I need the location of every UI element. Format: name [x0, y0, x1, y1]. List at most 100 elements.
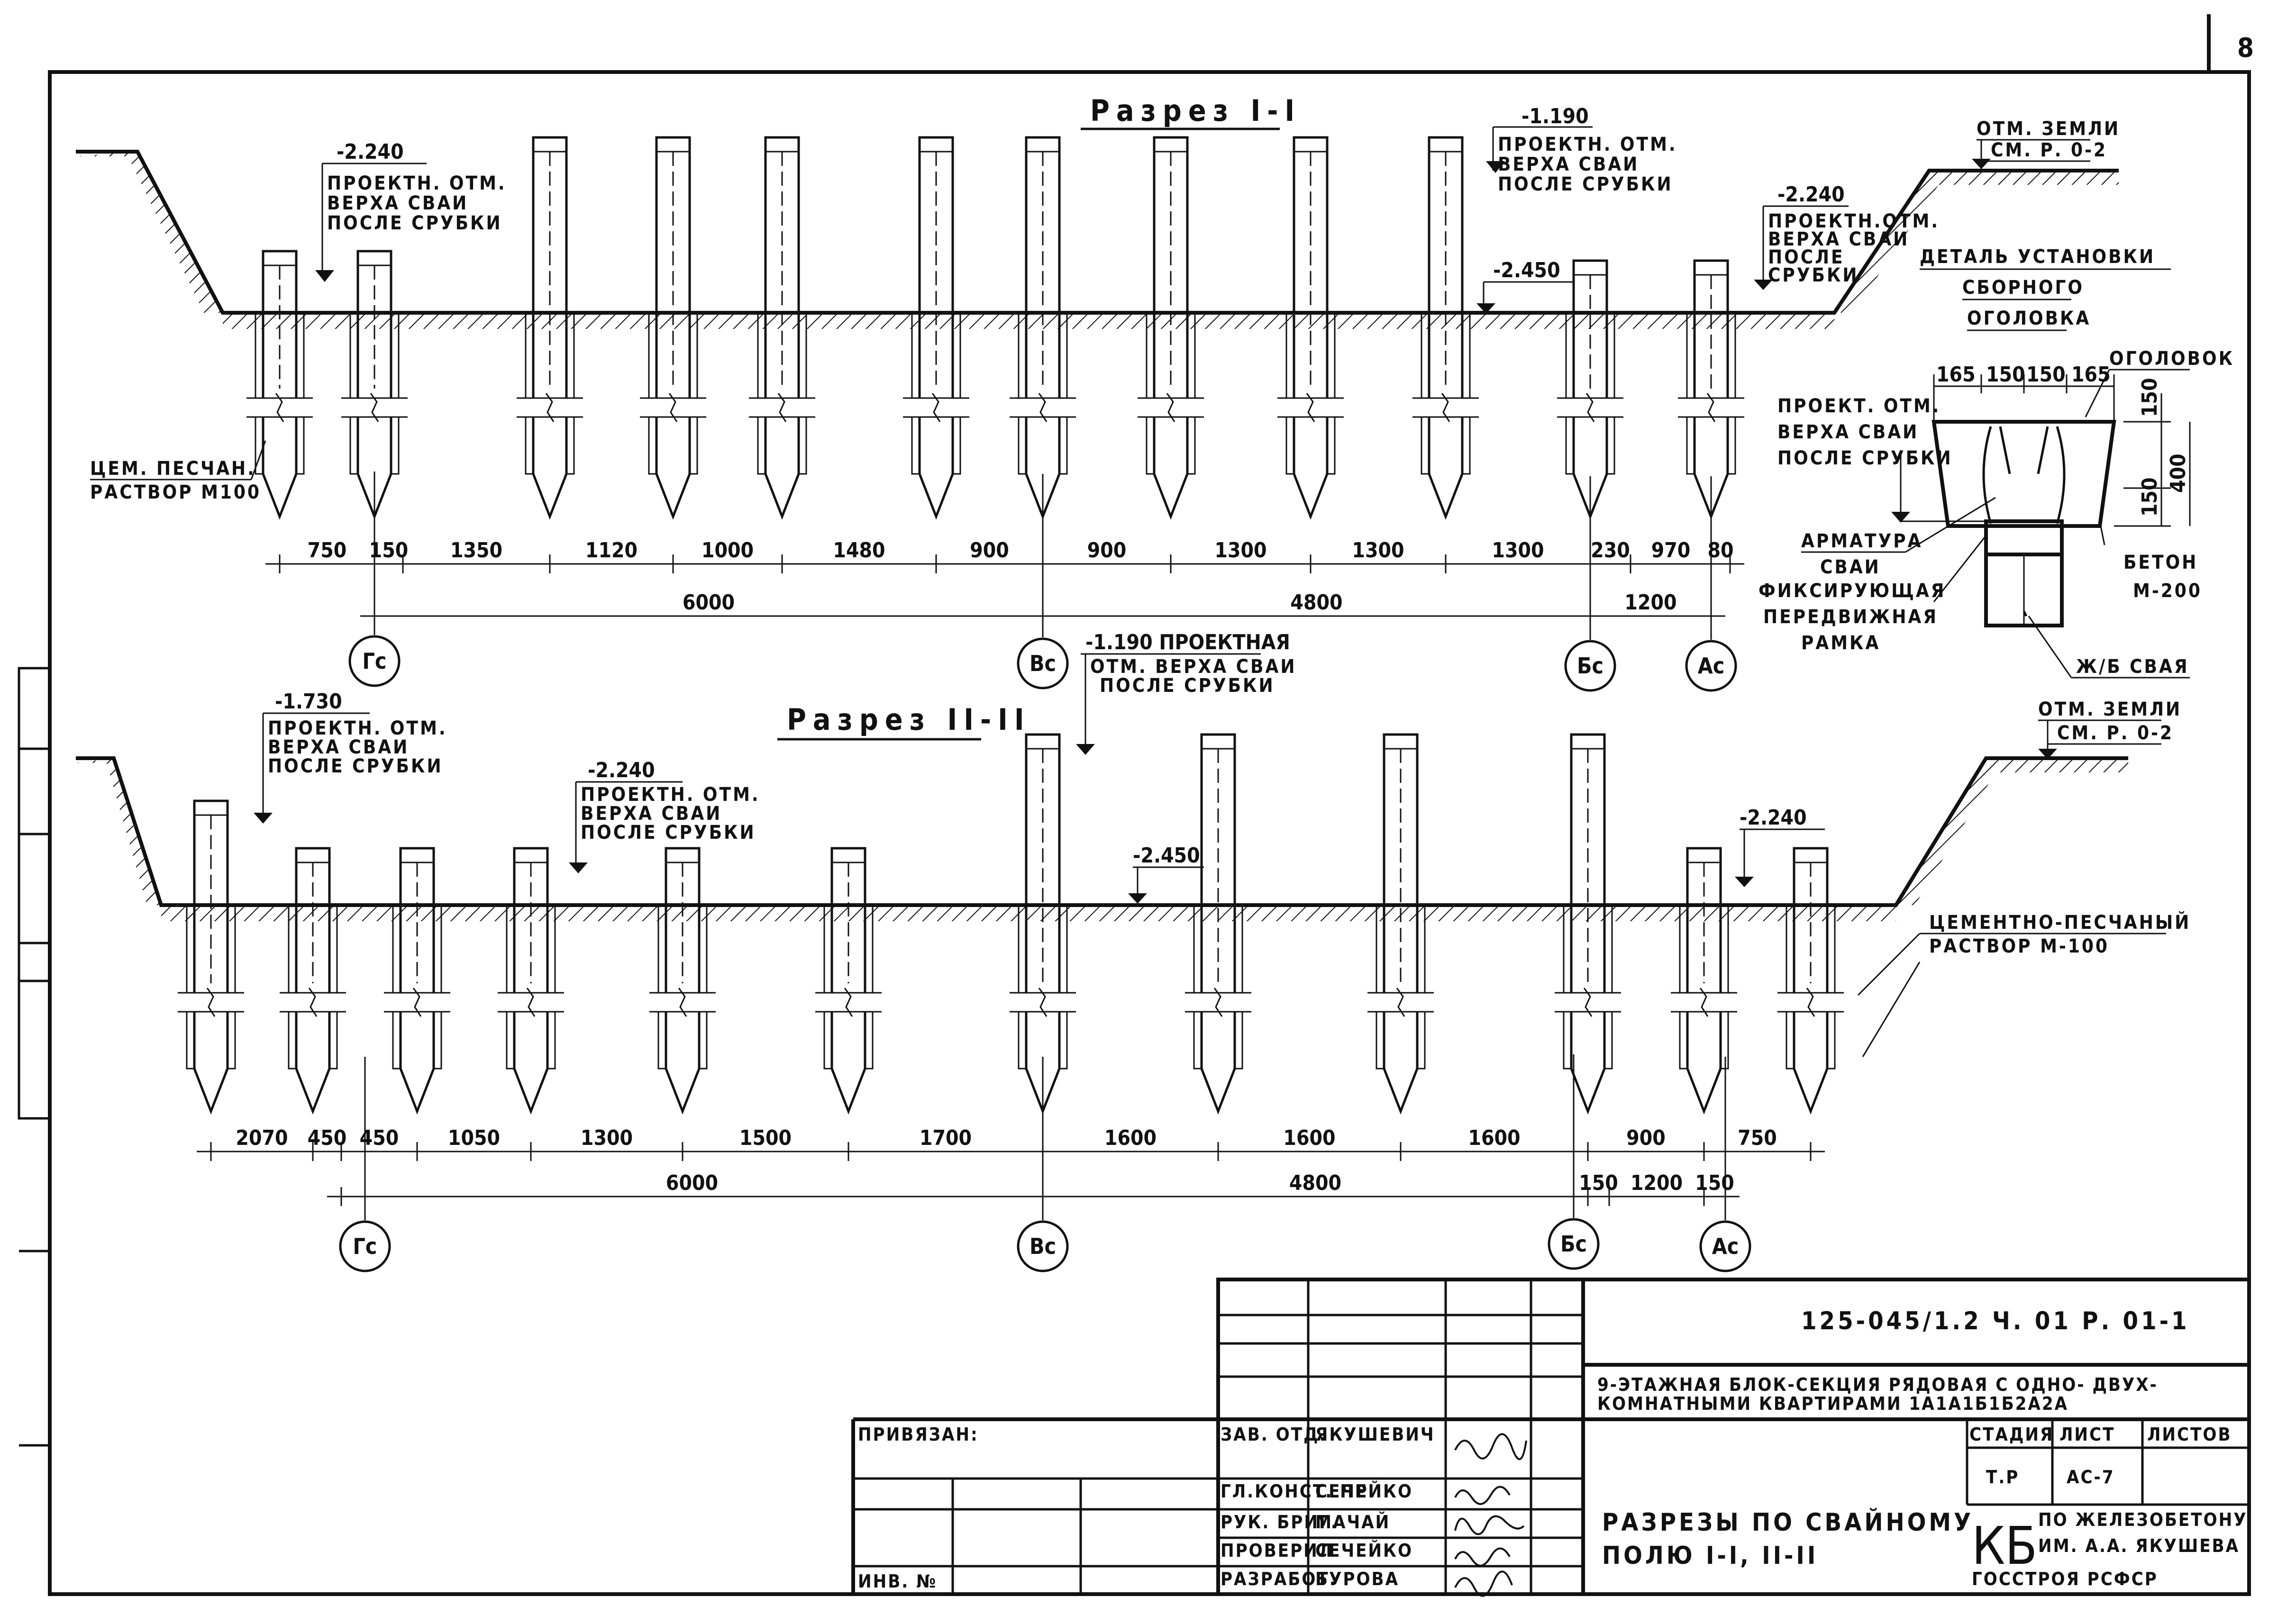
detail-frame-c: РАМКА — [1801, 632, 1880, 654]
pile-shaft — [1153, 136, 1189, 398]
s1-dim-5: 1480 — [833, 538, 885, 563]
axis-bubble-2-ac-label: Ас — [1712, 1234, 1739, 1259]
s2-dim-9: 1600 — [1468, 1126, 1520, 1150]
earth-label-2-a: ОТМ. ЗЕМЛИ — [2038, 699, 2182, 720]
pile-11 — [1671, 847, 1737, 1115]
tb-role-5: РАЗРАБОТ. — [1221, 1569, 1337, 1589]
pile-shaft — [655, 136, 691, 398]
tb-name-b: КОМНАТНЫМИ КВАРТИРАМИ 1А1А1Б1Б2А2А — [1597, 1393, 2068, 1414]
detail-cap-label: ОГОЛОВОК — [2109, 348, 2234, 370]
tb-name-2: СЕЧЕЙКО — [1315, 1481, 1413, 1502]
note-mid-2-c: ПОСЛЕ СРУБКИ — [581, 822, 756, 844]
detail-dim-165b: 165 — [2071, 363, 2111, 387]
tb-name-3: МАЧАЙ — [1315, 1512, 1390, 1533]
s1-dim-3: 1120 — [585, 538, 638, 563]
elev-ground-2: -2.450 — [1133, 844, 1200, 868]
s1-dim-9: 1300 — [1352, 538, 1404, 563]
s1-dim-12: 970 — [1651, 538, 1691, 563]
tb-name-1: ЯКУШЕВИЧ — [1315, 1424, 1435, 1445]
detail-pile-label: Ж/Б СВАЯ — [2076, 656, 2189, 678]
tb-org-a: ПО ЖЕЛЕЗОБЕТОНУ — [2038, 1509, 2248, 1530]
pile-shaft — [532, 136, 568, 398]
pile-shaft — [1570, 733, 1606, 993]
s1-dim-6: 900 — [970, 538, 1009, 563]
pile-shaft — [764, 136, 800, 398]
pile-shaft — [399, 847, 435, 993]
pile-shaft — [1383, 733, 1419, 993]
elev-right-1: -2.240 — [1777, 182, 1845, 207]
tb-stage-header: СТАДИЯ — [1969, 1424, 2054, 1445]
pile-shaft — [356, 250, 392, 398]
detail-side-150b: 150 — [2138, 477, 2162, 517]
axis-bubble-1-bc-label: Бс — [1577, 653, 1604, 679]
tb-sheet-header: ЛИСТ — [2059, 1424, 2115, 1445]
note-top-1-a: ПРОЕКТН. ОТМ. — [1498, 134, 1677, 155]
pile-shaft — [1686, 847, 1722, 993]
note-right-1-c: ПОСЛЕ — [1768, 246, 1845, 268]
s1o-dim-0: 6000 — [683, 590, 735, 615]
s2-dim-11: 750 — [1738, 1126, 1777, 1150]
note-left-1-b: ВЕРХА СВАИ — [327, 192, 468, 214]
tb-sheets-header: ЛИСТОВ — [2147, 1424, 2232, 1445]
s2-dim-4: 1300 — [581, 1126, 633, 1150]
mortar-label-2-a: ЦЕМЕНТНО-ПЕСЧАНЫЙ — [1929, 911, 2191, 934]
note-right-1-d: СРУБКИ — [1768, 264, 1859, 286]
s2-dim-8: 1600 — [1283, 1126, 1335, 1150]
detail-rebar-b: СВАИ — [1820, 556, 1881, 578]
detail-side-150a: 150 — [2138, 378, 2162, 417]
pile-3 — [517, 136, 583, 520]
note-top-1-b: ВЕРХА СВАИ — [1498, 154, 1639, 175]
tb-org-c: ГОССТРОЯ РСФСР — [1972, 1569, 2158, 1589]
s2-dim-1: 450 — [308, 1126, 347, 1150]
s2p-dim-0: 150 — [1579, 1171, 1618, 1195]
pile-shaft — [1428, 136, 1464, 398]
pile-1 — [246, 250, 313, 520]
pile-tip — [532, 417, 568, 520]
signatures — [1454, 1433, 1527, 1597]
s1-dim-1: 150 — [369, 538, 409, 563]
pile-tip — [513, 1012, 549, 1115]
pile-shaft — [830, 847, 866, 993]
pile-shaft — [665, 847, 701, 993]
ground-profile-2 — [76, 756, 2128, 921]
pile-shaft — [513, 847, 549, 993]
pile-shaft — [1200, 733, 1236, 993]
s1-dim-11: 230 — [1591, 538, 1630, 563]
s1-dim-0: 750 — [308, 538, 347, 563]
elev-left-1: -2.240 — [337, 140, 404, 164]
detail-level-a: ПРОЕКТ. ОТМ. — [1777, 395, 1941, 417]
pile-6 — [903, 136, 969, 520]
s1o-dim-1: 4800 — [1290, 590, 1342, 615]
axis-bubble-2-vc-label: Вс — [1030, 1234, 1056, 1259]
s2-dim-5: 1500 — [739, 1126, 792, 1150]
detail-level-c: ПОСЛЕ СРУБКИ — [1777, 447, 1953, 469]
pile-3 — [384, 847, 450, 1115]
pile-tip — [1793, 1012, 1829, 1115]
s2-dim-2: 450 — [360, 1126, 399, 1150]
section-1: Разрез I-I -2.240 ПРОЕКТН. ОТМ. ВЕРХА СВ… — [76, 93, 2119, 692]
elev-right-2: -2.240 — [1740, 806, 1807, 830]
tb-name-4: СЕЧЕЙКО — [1315, 1540, 1413, 1561]
pile-9 — [1367, 733, 1434, 1115]
s1-dim-2: 1350 — [450, 538, 502, 563]
s2-dim-3: 1050 — [448, 1126, 500, 1150]
tb-org-b: ИМ. А.А. ЯКУШЕВА — [2038, 1535, 2240, 1556]
title-block: 125-045/1.2 Ч. 01 Р. 01-1 9-ЭТАЖНАЯ БЛОК… — [851, 1278, 2251, 1597]
earth-label-1-b: СМ. Р. 0-2 — [1991, 139, 2107, 161]
tb-name-5: БУРОВА — [1315, 1569, 1399, 1589]
pile-tip — [295, 1012, 331, 1115]
tb-stage: Т.Р — [1986, 1467, 2019, 1488]
axis-bubble-2-gc — [339, 1220, 391, 1272]
s1o-dim-2: 1200 — [1624, 590, 1676, 615]
detail-concrete-a: БЕТОН — [2123, 552, 2198, 573]
pile-shaft — [918, 136, 954, 398]
section-2-title: Разрез II-II — [787, 702, 1031, 737]
pile-tip — [1428, 417, 1464, 520]
pile-shaft — [1572, 259, 1608, 398]
tb-sheet-title-b: ПОЛЮ I-I, II-II — [1602, 1542, 1818, 1570]
s1-dim-4: 1000 — [702, 538, 754, 563]
sheet-frame: 8 — [18, 14, 2254, 1596]
pile-shaft — [262, 250, 298, 398]
